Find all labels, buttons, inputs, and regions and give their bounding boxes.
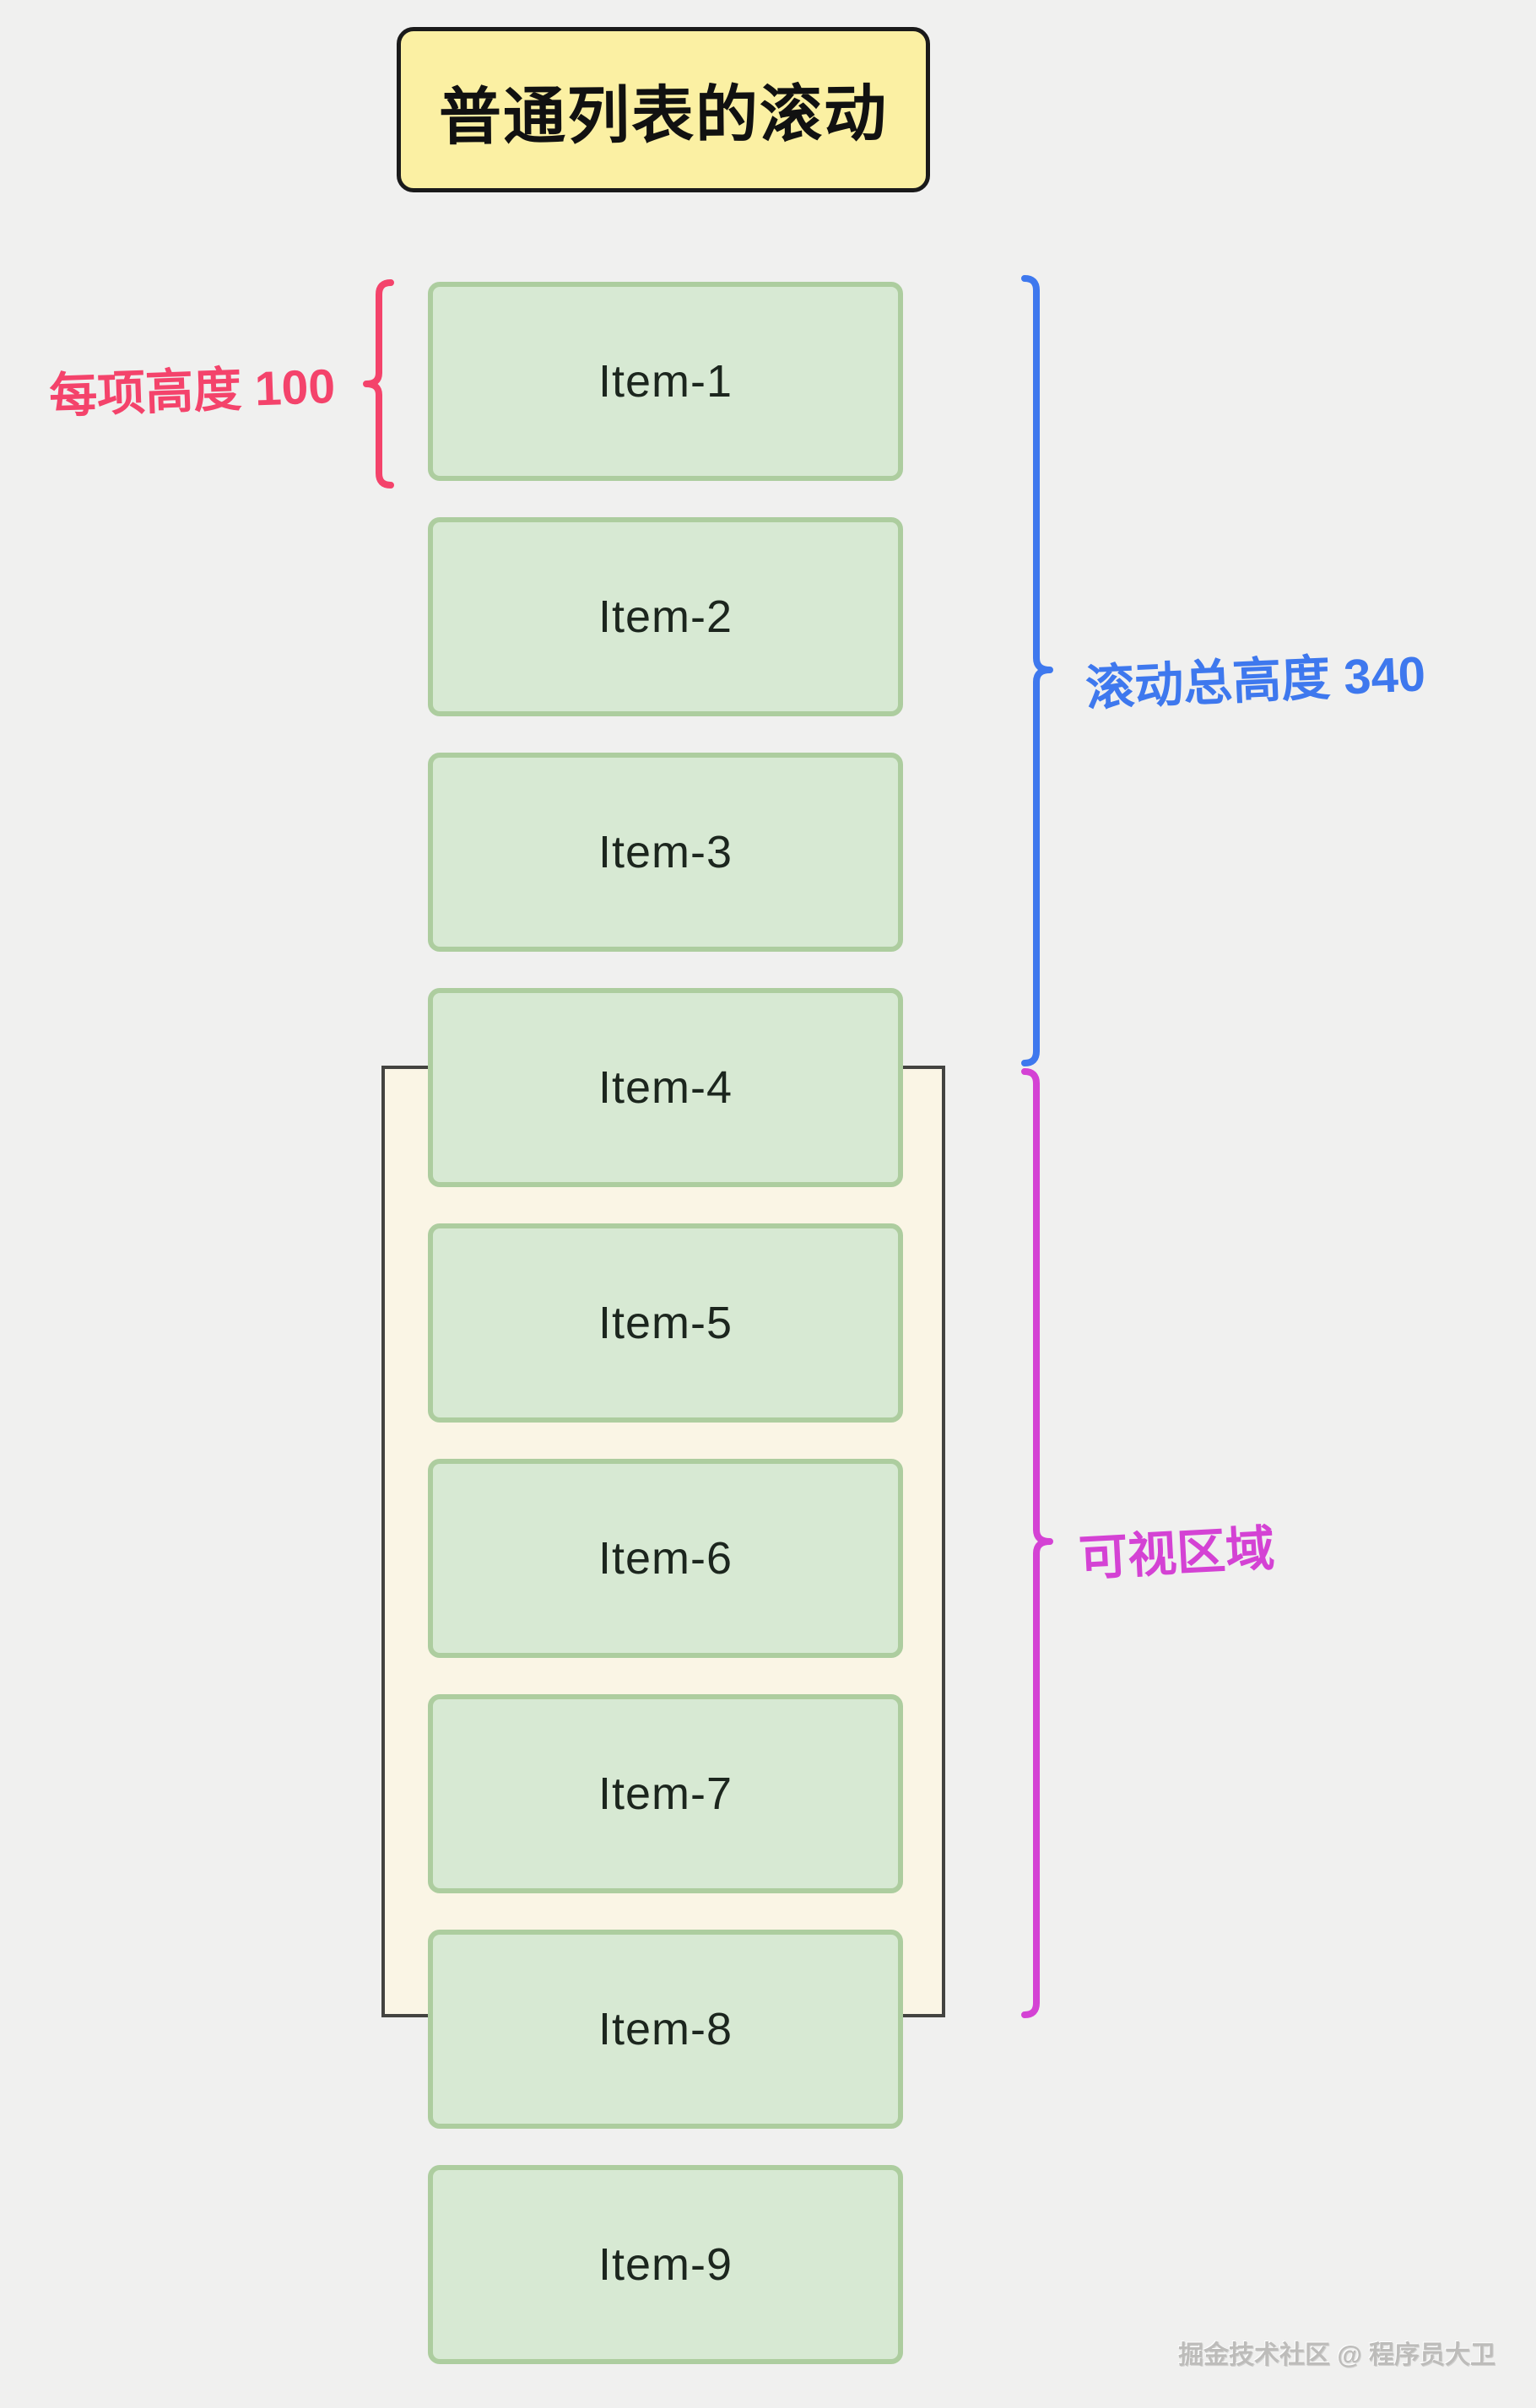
- viewport-brace-icon: [1021, 1068, 1053, 2018]
- item-label: Item-7: [598, 1768, 733, 1819]
- list-item-3: Item-3: [428, 753, 903, 952]
- list-item-4: Item-4: [428, 988, 903, 1187]
- item-label: Item-3: [598, 827, 733, 877]
- item-label: Item-4: [598, 1062, 733, 1113]
- watermark: 掘金技术社区 @ 程序员大卫: [1178, 2341, 1495, 2369]
- list-item-1: Item-1: [428, 282, 903, 481]
- list-item-7: Item-7: [428, 1694, 903, 1893]
- scroll-height-label: 滚动总高度 340: [1084, 646, 1427, 716]
- list-item-2: Item-2: [428, 517, 903, 716]
- item-height-brace-icon: [363, 279, 394, 489]
- title-box: 普通列表的滚动: [397, 27, 930, 192]
- viewport-label: 可视区域: [1077, 1520, 1276, 1587]
- item-label: Item-8: [598, 2004, 733, 2054]
- item-height-label: 每项高度 100: [48, 359, 337, 424]
- item-label: Item-9: [598, 2239, 733, 2290]
- list-item-9: Item-9: [428, 2165, 903, 2364]
- list-item-6: Item-6: [428, 1459, 903, 1658]
- item-label: Item-1: [598, 356, 733, 407]
- item-label: Item-5: [598, 1298, 733, 1348]
- scroll-height-brace-icon: [1021, 275, 1053, 1066]
- list-item-5: Item-5: [428, 1223, 903, 1423]
- item-label: Item-2: [598, 591, 733, 642]
- page-title: 普通列表的滚动: [438, 78, 889, 152]
- item-label: Item-6: [598, 1533, 733, 1584]
- list-item-8: Item-8: [428, 1930, 903, 2129]
